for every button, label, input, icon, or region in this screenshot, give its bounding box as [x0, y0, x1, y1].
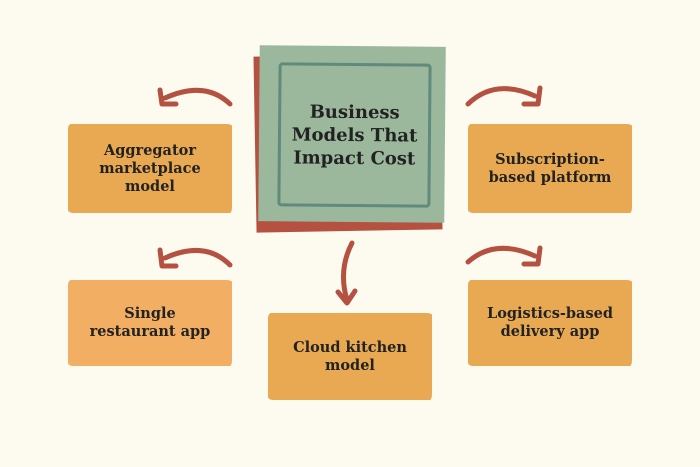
- arrow-icon: [157, 247, 233, 269]
- model-box-subscription: Subscription-based platform: [468, 124, 632, 213]
- model-box-logistics: Logistics-based delivery app: [468, 280, 632, 366]
- arrow-icon: [465, 245, 543, 267]
- model-box-aggregator: Aggregator marketplace model: [68, 124, 232, 213]
- arrow-icon: [157, 87, 233, 107]
- arrow-icon: [335, 240, 358, 306]
- model-box-single-restaurant: Single restaurant app: [68, 280, 232, 366]
- arrow-icon: [465, 85, 543, 107]
- model-box-cloud-kitchen: Cloud kitchen model: [268, 313, 432, 400]
